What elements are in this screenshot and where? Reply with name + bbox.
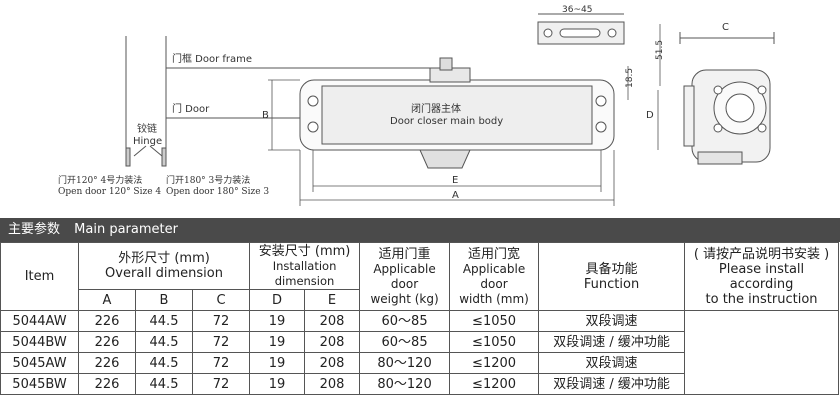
a-cell: 226 <box>78 352 136 374</box>
c-cell: 72 <box>191 373 251 395</box>
main-parameter-title-en: Main parameter <box>74 222 178 237</box>
dim-36-45-label: 36~45 <box>562 5 592 15</box>
dimension-lines <box>268 24 661 206</box>
weight-cell: 80～120 <box>359 352 451 374</box>
open180-cn-label: 门开180° 3号力装法 <box>166 174 250 186</box>
c-cell: 72 <box>191 310 251 332</box>
table-row: 5044AW 226 44.5 72 19 208 60～85 ≤1050 双段… <box>0 310 840 395</box>
col-b-header: B <box>135 289 193 311</box>
door-diagram <box>125 36 430 167</box>
item-cell: 5044AW <box>0 310 79 332</box>
dim-d-label: D <box>646 110 654 121</box>
table-header-row-1: Item 外形尺寸 (mm)Overall dimension 安装尺寸 (mm… <box>0 242 840 311</box>
installation-dimension-header: 安装尺寸 (mm)Installation dimension <box>249 242 361 290</box>
item-cell: 5044BW <box>0 331 79 353</box>
function-cell: 双段调速 <box>538 310 686 332</box>
body-cn-label: 闭门器主体 <box>411 102 461 115</box>
col-e-header: E <box>304 289 361 311</box>
b-cell: 44.5 <box>135 352 193 374</box>
main-parameter-title-cn: 主要参数 <box>8 222 61 237</box>
d-cell: 19 <box>249 310 306 332</box>
note-cell <box>684 310 840 395</box>
door-label: 门 Door <box>172 102 210 115</box>
e-cell: 208 <box>304 352 361 374</box>
d-cell: 19 <box>249 331 306 353</box>
a-cell: 226 <box>78 310 136 332</box>
b-cell: 44.5 <box>135 310 193 332</box>
weight-cell: 80～120 <box>359 373 451 395</box>
table-header-row-2: A B C D E <box>1 289 839 311</box>
item-cell: 5045AW <box>0 352 79 374</box>
door-frame-label: 门框 Door frame <box>172 52 252 65</box>
dim-c-label: C <box>722 22 729 33</box>
dim-b-label: B <box>262 110 269 121</box>
col-a-header: A <box>78 289 136 311</box>
a-cell: 226 <box>78 373 136 395</box>
width-cell: ≤1200 <box>449 373 540 395</box>
c-cell: 72 <box>191 331 251 353</box>
e-cell: 208 <box>304 331 361 353</box>
d-cell: 19 <box>249 352 306 374</box>
dim-a-label: A <box>452 190 459 201</box>
parameter-table: Item 外形尺寸 (mm)Overall dimension 安装尺寸 (mm… <box>0 242 840 395</box>
dim-18-5-label: 18.5 <box>625 68 635 88</box>
item-header: Item <box>0 242 79 311</box>
weight-cell: 60～85 <box>359 331 451 353</box>
side-view <box>679 32 775 165</box>
col-c-header: C <box>191 289 251 311</box>
dim-e-label: E <box>452 175 458 186</box>
open120-cn-label: 门开120° 4号力装法 <box>58 174 142 186</box>
overall-dimension-header: 外形尺寸 (mm)Overall dimension <box>77 242 251 290</box>
col-d-header: D <box>249 289 306 311</box>
c-cell: 72 <box>191 352 251 374</box>
technical-drawing: 门框 Door frame 门 Door 铰链 Hinge 门开120° 4号力… <box>58 5 775 206</box>
b-cell: 44.5 <box>135 331 193 353</box>
main-parameter-header: 主要参数 Main parameter <box>0 218 840 242</box>
table-row: 5045BW 226 44.5 72 19 208 80～120 ≤1200 双… <box>0 373 839 395</box>
body-en-label: Door closer main body <box>390 116 503 127</box>
door-closer-body <box>299 57 615 169</box>
hinge-en-label: Hinge <box>133 136 162 147</box>
e-cell: 208 <box>304 310 361 332</box>
function-cell: 双段调速 / 缓冲功能 <box>538 331 686 353</box>
dim-51-5-label: 51.5 <box>655 40 665 60</box>
open180-en-label: Open door 180° Size 3 <box>166 187 269 197</box>
e-cell: 208 <box>304 373 361 395</box>
hinge-cn-label: 铰链 <box>137 122 157 135</box>
function-cell: 双段调速 <box>538 352 686 374</box>
d-cell: 19 <box>249 373 306 395</box>
width-cell: ≤1050 <box>449 331 540 353</box>
width-cell: ≤1200 <box>449 352 540 374</box>
open120-en-label: Open door 120° Size 4 <box>58 187 161 197</box>
function-cell: 双段调速 / 缓冲功能 <box>538 373 686 395</box>
weight-cell: 60～85 <box>359 310 451 332</box>
width-cell: ≤1050 <box>449 310 540 332</box>
table-row: 5045AW 226 44.5 72 19 208 80～120 ≤1200 双… <box>0 352 839 374</box>
a-cell: 226 <box>78 331 136 353</box>
bracket-top-view <box>537 13 625 45</box>
b-cell: 44.5 <box>135 373 193 395</box>
item-cell: 5045BW <box>0 373 79 395</box>
